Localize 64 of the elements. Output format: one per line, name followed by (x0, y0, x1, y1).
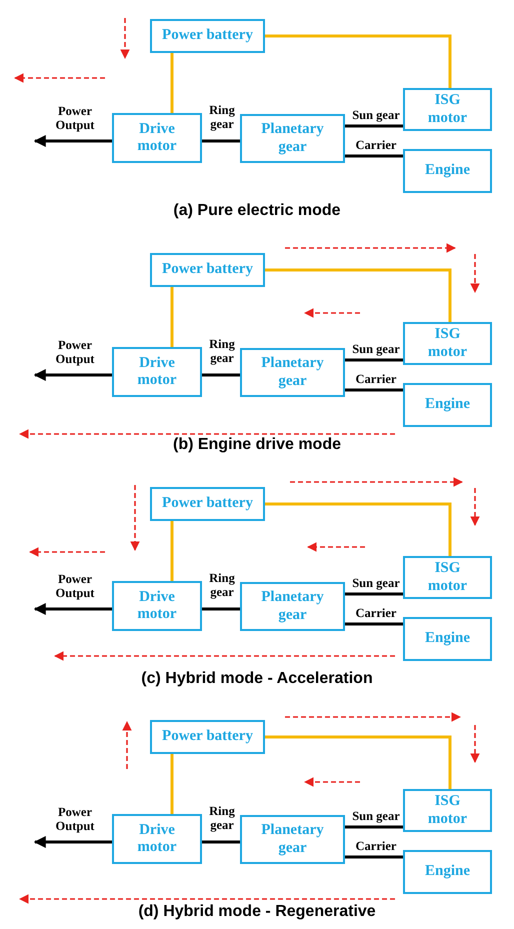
connector-line (345, 388, 403, 392)
arrow (34, 369, 112, 381)
arrow (34, 836, 112, 848)
edge-label: Sun gear (351, 809, 401, 824)
edge-label: Ring gear (208, 571, 236, 600)
edge-label: Carrier (354, 372, 398, 386)
edge-label: Power Output (54, 805, 96, 834)
edge-label: Sun gear (351, 576, 401, 590)
edge-label: Carrier (354, 138, 398, 152)
connector-line (170, 53, 174, 113)
component-box: ISG motor (403, 789, 492, 832)
component-box: Planetary gear (240, 114, 345, 163)
connector-line (170, 754, 174, 814)
connector-line (345, 154, 403, 158)
connector-line (202, 140, 240, 142)
component-box: Planetary gear (240, 582, 345, 631)
connector-line (265, 34, 452, 88)
edge-label: Carrier (354, 606, 398, 620)
component-box: Drive motor (112, 113, 202, 163)
edge-label: Ring gear (208, 103, 236, 132)
panel-caption: (d) Hybrid mode - Regenerative (137, 903, 377, 921)
edge-label: Sun gear (351, 108, 401, 122)
edge-label: Ring gear (208, 337, 236, 366)
component-box: Drive motor (112, 581, 202, 631)
connector-line (265, 502, 452, 556)
connector-line (170, 287, 174, 347)
connector-line (345, 826, 403, 828)
component-box: Planetary gear (240, 348, 345, 397)
component-box: Power battery (150, 487, 265, 521)
component-box: Engine (403, 617, 492, 661)
component-box: Planetary gear (240, 815, 345, 864)
component-box: Engine (403, 850, 492, 894)
panel-caption: (c) Hybrid mode - Acceleration (140, 670, 374, 688)
connector-line (202, 608, 240, 610)
connector-line (202, 374, 240, 376)
component-box: ISG motor (403, 88, 492, 131)
connector-line (265, 268, 452, 322)
connector-line (345, 856, 403, 858)
edge-label: Power Output (54, 338, 96, 367)
component-box: Engine (403, 383, 492, 427)
component-box: ISG motor (403, 322, 492, 365)
arrow (34, 135, 112, 147)
edge-label: Carrier (354, 839, 398, 854)
arrow (34, 603, 112, 615)
edge-label: Ring gear (208, 804, 236, 833)
component-box: Power battery (150, 720, 265, 754)
edge-label: Power Output (54, 104, 96, 133)
component-box: Power battery (150, 253, 265, 287)
component-box: Drive motor (112, 347, 202, 397)
component-box: Drive motor (112, 814, 202, 864)
component-box: Power battery (150, 19, 265, 53)
panel-caption: (b) Engine drive mode (172, 436, 342, 454)
connector-line (345, 622, 403, 626)
panel-caption: (a) Pure electric mode (172, 202, 342, 220)
connector-line (345, 124, 403, 128)
connector-line (265, 736, 452, 789)
component-box: Engine (403, 149, 492, 193)
component-box: ISG motor (403, 556, 492, 599)
edge-label: Power Output (54, 572, 96, 601)
connector-line (345, 358, 403, 362)
edge-label: Sun gear (351, 342, 401, 356)
connector-line (345, 592, 403, 596)
connector-line (202, 840, 240, 844)
connector-line (170, 521, 174, 581)
